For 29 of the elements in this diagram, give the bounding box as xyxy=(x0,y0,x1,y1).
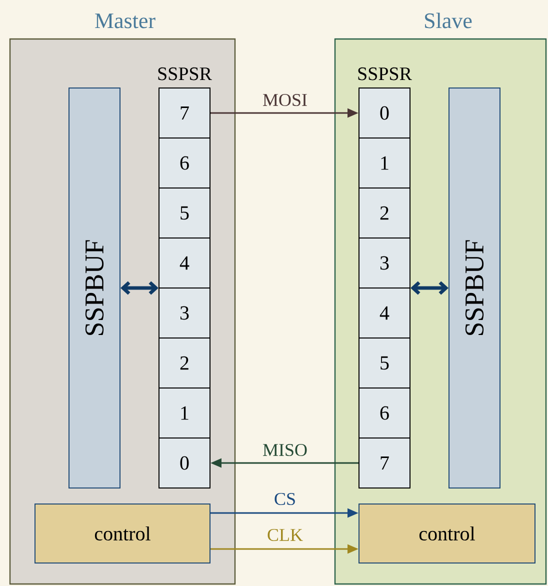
register-cell: 3 xyxy=(158,288,210,338)
register-cell: 2 xyxy=(358,188,410,238)
control-box: control xyxy=(34,504,210,564)
register-cell: 0 xyxy=(158,438,210,488)
buffer-box: SSPBUF xyxy=(448,88,500,488)
node-label: Slave xyxy=(425,12,472,28)
register-cell: 5 xyxy=(158,188,210,238)
register-cell: 1 xyxy=(158,388,210,438)
node-label: SSPSR xyxy=(358,67,412,80)
buffer-box: SSPBUF xyxy=(68,88,120,488)
arrow xyxy=(410,281,448,295)
signal-label: CLK xyxy=(266,528,304,542)
register-cell: 0 xyxy=(358,88,410,138)
register-cell: 3 xyxy=(358,238,410,288)
register-cell: 4 xyxy=(358,288,410,338)
arrow xyxy=(120,281,158,295)
register-cell: 6 xyxy=(158,138,210,188)
node-label: SSPSR xyxy=(158,67,212,80)
node-label: Master xyxy=(95,14,156,28)
control-box: control xyxy=(358,504,536,564)
signal-label: MOSI xyxy=(262,92,308,108)
register-cell: 2 xyxy=(158,338,210,388)
register-cell: 7 xyxy=(158,88,210,138)
register-cell: 4 xyxy=(158,238,210,288)
register-cell: 1 xyxy=(358,138,410,188)
signal-label: MISO xyxy=(262,442,308,458)
register-cell: 7 xyxy=(358,438,410,488)
register-cell: 5 xyxy=(358,338,410,388)
register-cell: 6 xyxy=(358,388,410,438)
